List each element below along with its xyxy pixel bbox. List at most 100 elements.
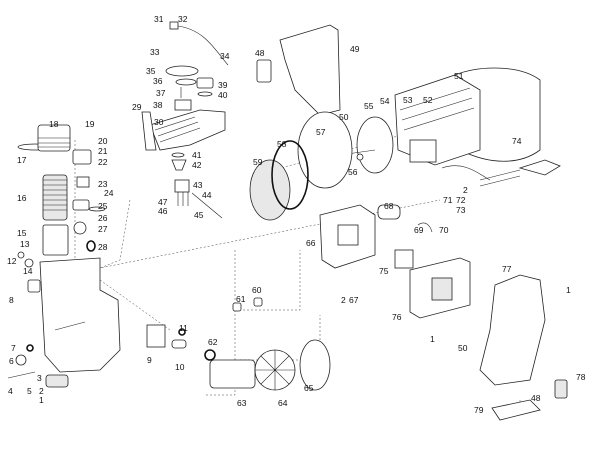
part-label-11: 11: [179, 323, 188, 333]
part-label-34: 34: [220, 51, 230, 61]
part-label-5: 5: [27, 386, 32, 396]
part-label-1-foot: 1: [39, 395, 44, 405]
control-assembly: [319, 204, 471, 319]
part-label-23: 23: [98, 179, 108, 189]
motor-assembly: [249, 24, 561, 221]
part-label-2-cable: 2: [463, 185, 468, 195]
part-label-4: 4: [8, 386, 13, 396]
part-label-60: 60: [252, 285, 262, 295]
part-label-2-foot: 2: [39, 386, 44, 396]
filter-assembly: [17, 124, 106, 256]
part-label-24: 24: [104, 188, 114, 198]
part-label-68: 68: [384, 201, 394, 211]
part-label-35: 35: [146, 66, 156, 76]
part-label-42: 42: [192, 160, 202, 170]
part-label-10: 10: [175, 362, 185, 372]
part-label-15: 15: [17, 228, 27, 238]
valve-cap-22: [72, 149, 92, 165]
switch-43: [174, 179, 190, 193]
part-label-6: 6: [9, 356, 14, 366]
sensor-32: [169, 21, 179, 30]
part-label-1-cover: 1: [430, 334, 435, 344]
part-label-37: 37: [156, 88, 166, 98]
cover-35: [165, 65, 199, 77]
part-label-36: 36: [153, 76, 163, 86]
part-label-62: 62: [208, 337, 218, 347]
pump-stage: [204, 297, 331, 391]
o-ring-7: [26, 344, 34, 352]
part-label-9: 9: [147, 355, 152, 365]
part-label-50-bracket: 50: [339, 112, 349, 122]
motor-53: [394, 74, 481, 166]
part-label-66: 66: [306, 238, 316, 248]
hose-30: [149, 109, 226, 151]
part-label-33: 33: [150, 47, 160, 57]
clip-48: [256, 59, 272, 83]
cap-78: [554, 379, 568, 399]
part-label-48-base: 48: [531, 393, 541, 403]
part-label-55: 55: [364, 101, 374, 111]
part-label-44: 44: [202, 190, 212, 200]
part-label-21: 21: [98, 146, 108, 156]
gasket-71: [409, 139, 437, 163]
cable-34: [177, 25, 229, 66]
part-label-17: 17: [17, 155, 27, 165]
terminal-75: [394, 249, 414, 269]
part-label-52: 52: [423, 95, 433, 105]
part-label-14: 14: [23, 266, 33, 276]
part-label-32: 32: [178, 14, 188, 24]
diffuser-63: [209, 359, 256, 389]
gasket-41: [171, 152, 185, 158]
motor-flange: [356, 116, 394, 174]
base-77: [479, 274, 546, 386]
part-label-18: 18: [49, 119, 59, 129]
part-label-25: 25: [98, 201, 108, 211]
o-ring-11: [178, 328, 186, 336]
nozzle-60: [253, 297, 263, 307]
part-label-27: 27: [98, 224, 108, 234]
part-label-69: 69: [414, 225, 424, 235]
part-label-59: 59: [253, 157, 263, 167]
part-label-49: 49: [350, 44, 360, 54]
valve-seat-25: [72, 199, 90, 211]
flange-57: [297, 111, 353, 189]
cable-72: [441, 165, 491, 181]
o-ring-62: [204, 349, 216, 361]
part-label-54: 54: [380, 96, 390, 106]
plate-9: [146, 324, 166, 348]
part-label-61: 61: [236, 294, 246, 304]
part-label-77: 77: [502, 264, 512, 274]
check-valve-27: [73, 221, 87, 235]
o-ring-28: [86, 240, 96, 252]
o-ring-26: [88, 206, 106, 212]
part-label-47: 47: [158, 197, 168, 207]
wire-70: [417, 222, 433, 233]
pump-housing: [7, 251, 187, 388]
part-label-53: 53: [403, 95, 413, 105]
o-ring-58: [271, 140, 309, 210]
part-label-79: 79: [474, 405, 484, 415]
part-label-16: 16: [17, 193, 27, 203]
plug-74: [518, 159, 561, 176]
part-label-7: 7: [11, 343, 16, 353]
part-label-40: 40: [218, 90, 228, 100]
part-label-28: 28: [98, 242, 108, 252]
plate-65: [299, 339, 331, 391]
part-label-3: 3: [37, 373, 42, 383]
base-assembly: [479, 274, 568, 421]
o-ring-40: [197, 91, 213, 97]
capacitor-68: [377, 204, 401, 220]
part-label-51: 51: [454, 71, 464, 81]
part-label-31: 31: [154, 14, 164, 24]
plate-79: [491, 399, 541, 421]
wire-45: [191, 192, 223, 219]
filter-cartridge-16: [42, 174, 68, 221]
part-label-1-base: 1: [566, 285, 571, 295]
plug-10: [171, 339, 187, 349]
part-label-45: 45: [194, 210, 204, 220]
part-label-8: 8: [9, 295, 14, 305]
part-label-74: 74: [512, 136, 522, 146]
part-label-67: 67: [349, 295, 359, 305]
